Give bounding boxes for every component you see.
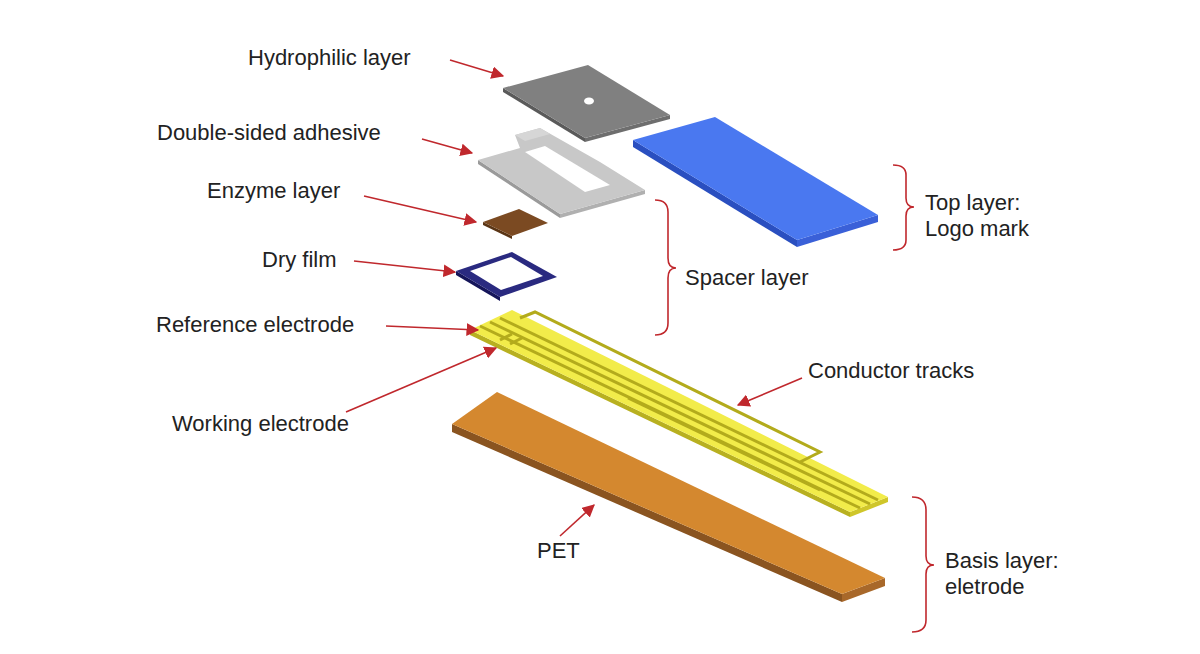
part-label: Dry film (262, 247, 337, 273)
electrode-layer (470, 310, 888, 517)
hydrophilic-layer (503, 65, 670, 142)
part-label: Enzyme layer (207, 178, 340, 204)
group-label: Spacer layer (685, 265, 809, 291)
enzyme-layer (483, 209, 548, 239)
part-label: PET (537, 538, 580, 564)
part-label: Reference electrode (156, 312, 354, 338)
part-label: Conductor tracks (808, 358, 974, 384)
part-label: Working electrode (172, 411, 349, 437)
part-label: Hydrophilic layer (248, 45, 411, 71)
adhesive-layer (478, 128, 645, 218)
dry-film (456, 252, 557, 301)
logo-layer (633, 117, 878, 247)
brackets (655, 165, 934, 632)
part-label: Double-sided adhesive (157, 120, 381, 146)
group-label: Basis layer: eletrode (945, 548, 1085, 600)
group-label: Top layer: Logo mark (925, 190, 1055, 242)
leader-lines (346, 60, 802, 536)
